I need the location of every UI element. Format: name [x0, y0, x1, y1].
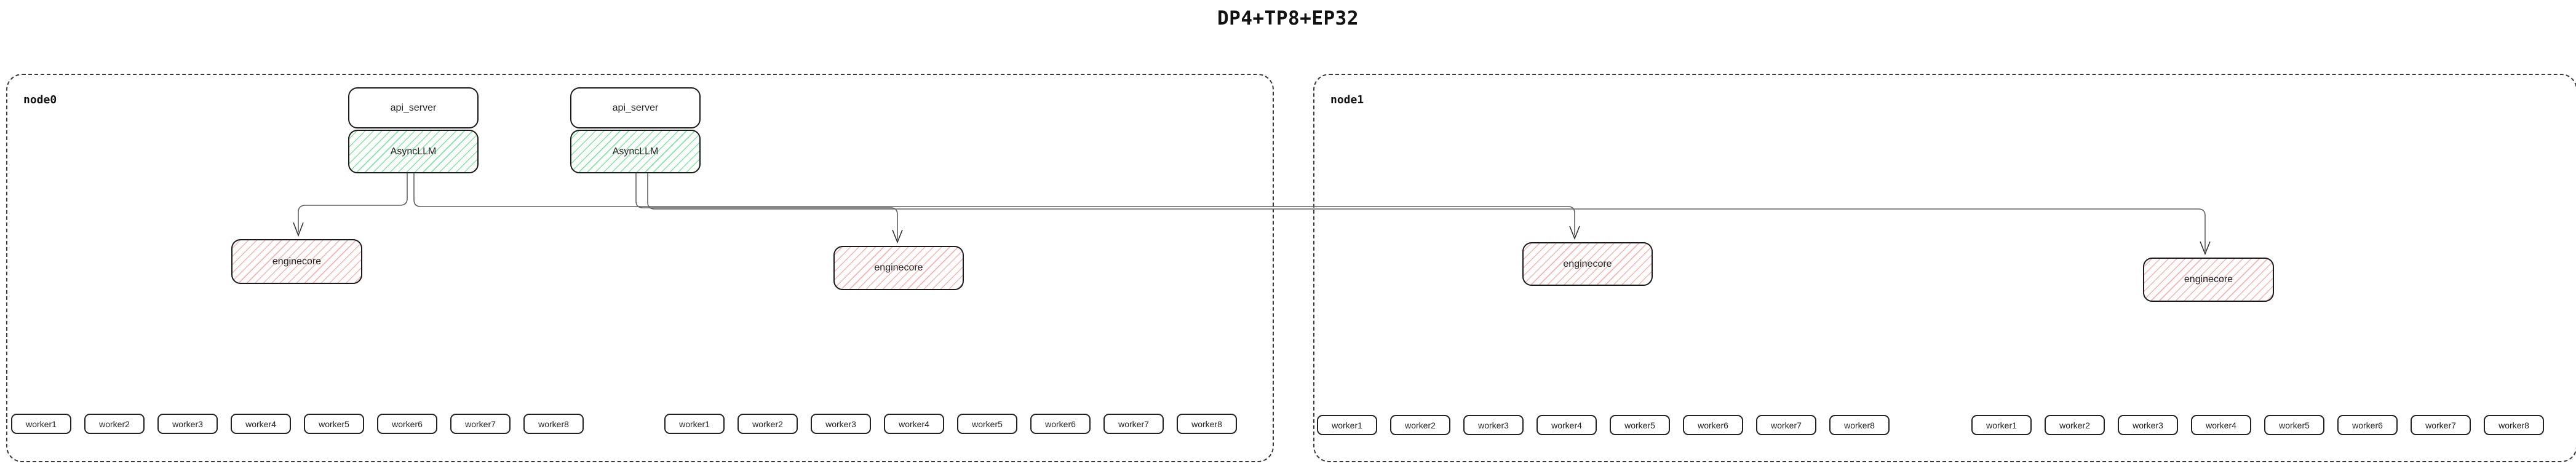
worker-box: worker8	[2484, 415, 2544, 435]
worker-box: worker6	[1030, 414, 1091, 434]
page-title: DP4+TP8+EP32	[1217, 7, 1359, 30]
worker-box: worker4	[2191, 415, 2251, 435]
worker-box: worker4	[884, 414, 944, 434]
worker-box: worker7	[450, 414, 511, 434]
worker-box: worker5	[304, 414, 364, 434]
worker-box: worker7	[1103, 414, 1164, 434]
worker-box: worker3	[157, 414, 218, 434]
enginecore-box-4: enginecore	[2143, 258, 2274, 302]
worker-box: worker1	[664, 414, 725, 434]
node1-container: node1 enginecore enginecore worker1 work…	[1313, 74, 2576, 462]
worker-group-1: worker1 worker2 worker3 worker4 worker5 …	[11, 414, 584, 434]
worker-box: worker5	[2264, 415, 2324, 435]
worker-box: worker8	[1829, 415, 1890, 435]
enginecore-box-1: enginecore	[231, 239, 362, 284]
worker-group-3: worker1 worker2 worker3 worker4 worker5 …	[1317, 415, 1890, 435]
worker-box: worker7	[1756, 415, 1816, 435]
worker-box: worker8	[523, 414, 584, 434]
worker-box: worker2	[2045, 415, 2105, 435]
worker-box: worker1	[11, 414, 71, 434]
worker-box: worker3	[1463, 415, 1524, 435]
worker-box: worker4	[231, 414, 291, 434]
worker-box: worker3	[2118, 415, 2178, 435]
worker-group-4: worker1 worker2 worker3 worker4 worker5 …	[1971, 415, 2544, 435]
worker-box: worker3	[811, 414, 871, 434]
enginecore-box-2: enginecore	[833, 246, 964, 290]
worker-box: worker7	[2411, 415, 2471, 435]
worker-box: worker1	[1317, 415, 1377, 435]
worker-box: worker8	[1177, 414, 1237, 434]
worker-box: worker2	[1390, 415, 1450, 435]
api-server-box-1: api_server	[348, 87, 479, 128]
async-llm-box-1: AsyncLLM	[348, 130, 479, 173]
node1-label: node1	[1330, 93, 1364, 106]
worker-box: worker4	[1536, 415, 1597, 435]
worker-box: worker5	[1610, 415, 1670, 435]
api-server-box-2: api_server	[570, 87, 701, 128]
worker-box: worker6	[2337, 415, 2398, 435]
worker-box: worker6	[1683, 415, 1743, 435]
worker-box: worker2	[84, 414, 145, 434]
worker-box: worker6	[377, 414, 437, 434]
worker-group-2: worker1 worker2 worker3 worker4 worker5 …	[664, 414, 1237, 434]
worker-box: worker1	[1971, 415, 2032, 435]
async-llm-box-2: AsyncLLM	[570, 130, 701, 173]
node0-label: node0	[23, 93, 57, 106]
worker-box: worker2	[737, 414, 798, 434]
enginecore-box-3: enginecore	[1522, 242, 1653, 286]
node0-container: node0 api_server AsyncLLM api_server Asy…	[6, 74, 1274, 462]
worker-box: worker5	[957, 414, 1017, 434]
